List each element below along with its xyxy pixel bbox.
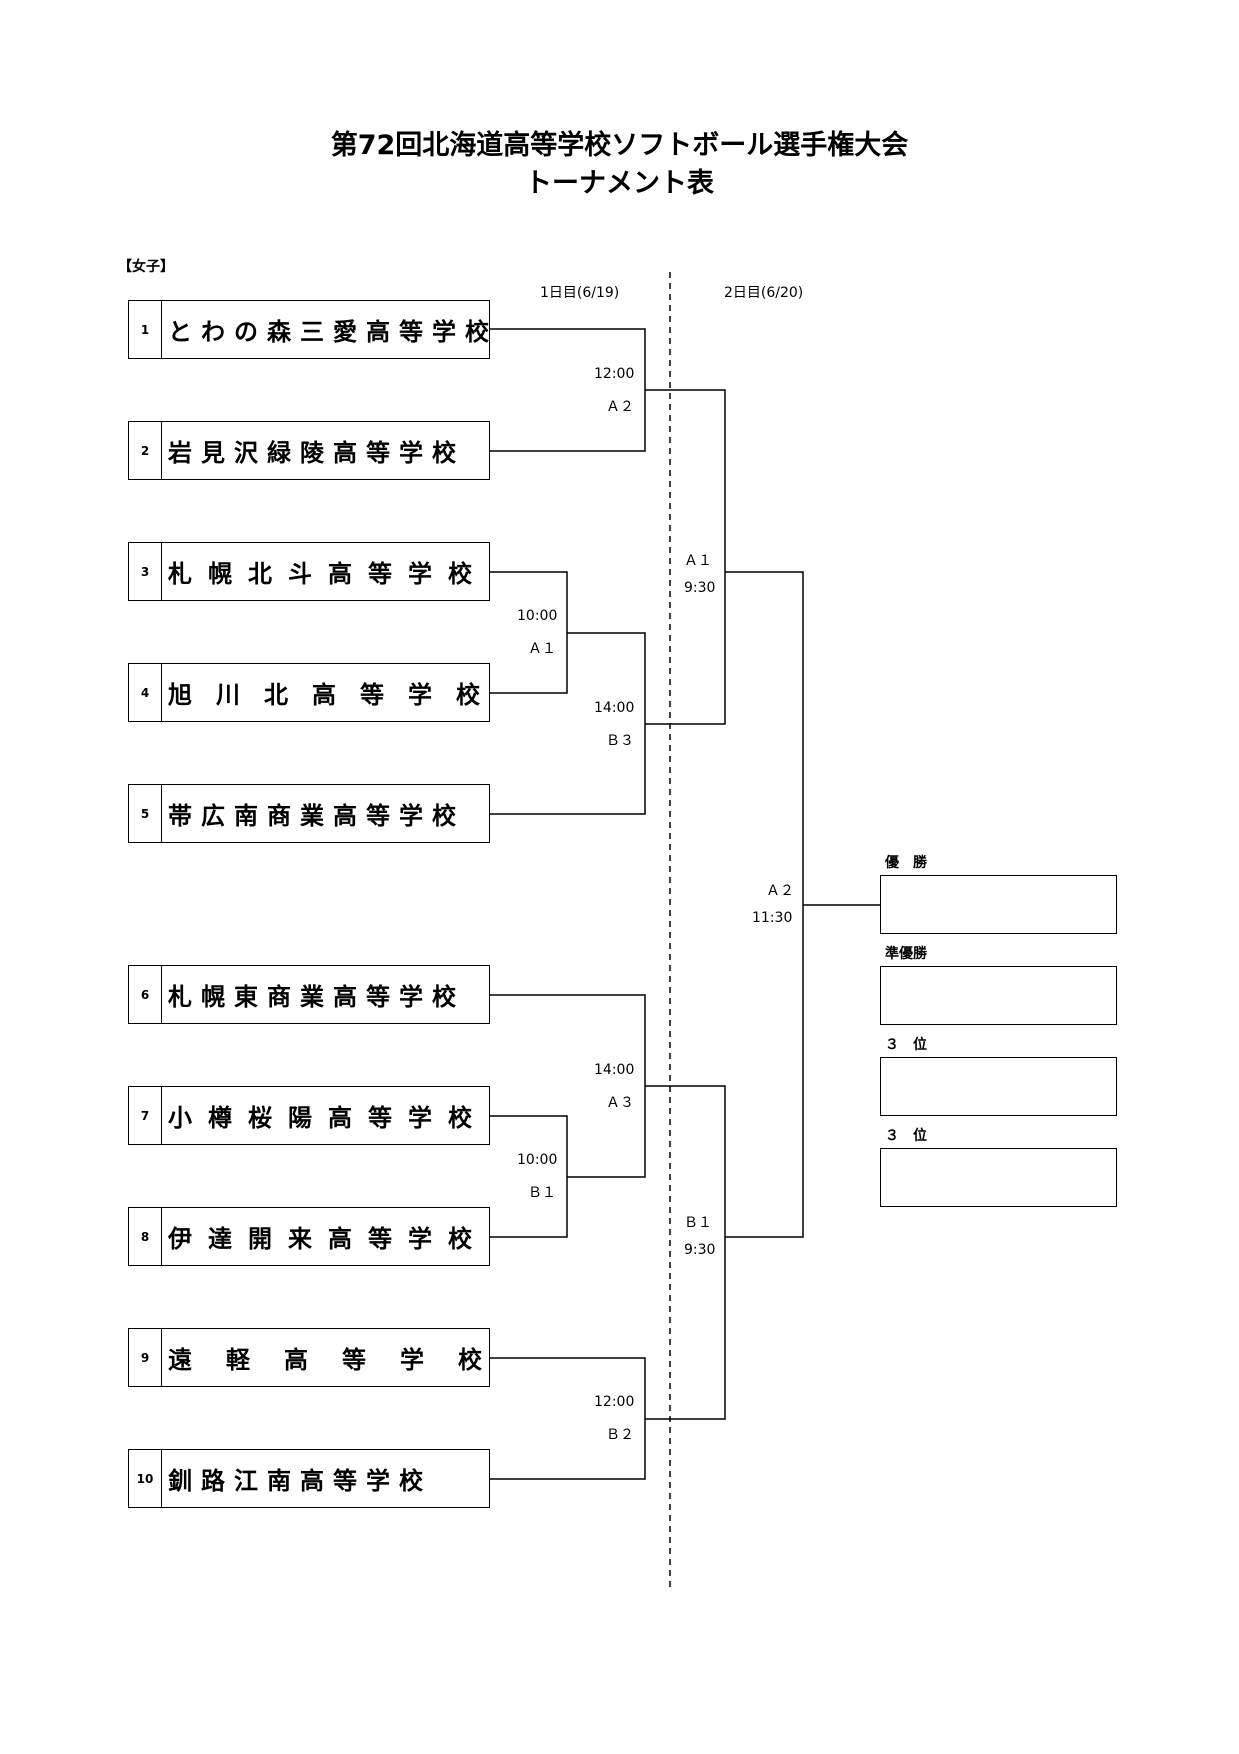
bracket-line xyxy=(645,1085,726,1420)
match-time: 10:00 xyxy=(517,608,558,624)
runner-up-box xyxy=(880,966,1117,1025)
match-time: 12:00 xyxy=(594,366,635,382)
team-box-3: 3 札幌北斗高等学校 xyxy=(128,542,490,601)
team-name: 札幌北斗高等学校 xyxy=(168,560,488,588)
match-time: 9:30 xyxy=(684,580,716,596)
team-box-7: 7 小樽桜陽高等学校 xyxy=(128,1086,490,1145)
team-number: 5 xyxy=(129,785,162,842)
runner-up-label: 準優勝 xyxy=(885,946,927,962)
team-name: 小樽桜陽高等学校 xyxy=(168,1104,488,1132)
match-court: Ｂ２ xyxy=(606,1427,634,1443)
match-time: 9:30 xyxy=(684,1242,716,1258)
team-name: 伊達開来高等学校 xyxy=(168,1225,488,1253)
team-box-1: 1 とわの森三愛高等学校 xyxy=(128,300,490,359)
team-box-5: 5 帯広南商業高等学校 xyxy=(128,784,490,843)
team-name: 札幌東商業高等学校 xyxy=(168,983,465,1011)
match-time: 10:00 xyxy=(517,1152,558,1168)
third-place-label: ３ 位 xyxy=(885,1037,927,1053)
bracket-line xyxy=(490,1115,568,1238)
match-time: 14:00 xyxy=(594,1062,635,1078)
team-number: 7 xyxy=(129,1087,162,1144)
third-place-box xyxy=(880,1148,1117,1207)
third-place-box xyxy=(880,1057,1117,1116)
team-box-6: 6 札幌東商業高等学校 xyxy=(128,965,490,1024)
bracket-line xyxy=(490,1357,646,1480)
team-name: 釧路江南高等学校 xyxy=(168,1467,432,1495)
team-name: 岩見沢緑陵高等学校 xyxy=(168,439,465,467)
match-court: Ａ１ xyxy=(684,553,712,569)
team-number: 1 xyxy=(129,301,162,358)
team-box-8: 8 伊達開来高等学校 xyxy=(128,1207,490,1266)
tournament-title: 第72回北海道高等学校ソフトボール選手権大会 xyxy=(330,130,909,161)
team-box-9: 9 遠軽高等学校 xyxy=(128,1328,490,1387)
team-box-10: 10 釧路江南高等学校 xyxy=(128,1449,490,1508)
bracket-line xyxy=(490,328,646,452)
team-number: 9 xyxy=(129,1329,162,1386)
match-court: Ｂ３ xyxy=(606,733,634,749)
match-court: Ａ１ xyxy=(528,641,556,657)
match-court: Ａ２ xyxy=(766,883,794,899)
match-court: Ａ２ xyxy=(606,399,634,415)
tournament-subtitle: トーナメント表 xyxy=(525,168,714,199)
match-court: Ｂ１ xyxy=(528,1185,556,1201)
team-number: 2 xyxy=(129,422,162,479)
match-time: 12:00 xyxy=(594,1394,635,1410)
section-label: 【女子】 xyxy=(118,259,174,275)
team-box-2: 2 岩見沢緑陵高等学校 xyxy=(128,421,490,480)
team-number: 10 xyxy=(129,1450,162,1507)
day2-label: 2日目(6/20) xyxy=(724,285,804,301)
team-number: 6 xyxy=(129,966,162,1023)
bracket-line xyxy=(645,389,726,725)
team-name: とわの森三愛高等学校 xyxy=(168,318,489,346)
match-court: Ｂ１ xyxy=(684,1215,712,1231)
day1-label: 1日目(6/19) xyxy=(540,285,620,301)
third-place-label: ３ 位 xyxy=(885,1128,927,1144)
team-name: 帯広南商業高等学校 xyxy=(168,802,465,830)
team-name: 遠軽高等学校 xyxy=(168,1346,489,1374)
bracket-line xyxy=(725,571,804,1238)
match-time: 11:30 xyxy=(752,910,793,926)
team-number: 8 xyxy=(129,1208,162,1265)
team-number: 3 xyxy=(129,543,162,600)
champion-label: 優 勝 xyxy=(885,855,927,871)
champion-box xyxy=(880,875,1117,934)
team-box-4: 4 旭川北高等学校 xyxy=(128,663,490,722)
match-time: 14:00 xyxy=(594,700,635,716)
team-number: 4 xyxy=(129,664,162,721)
team-name: 旭川北高等学校 xyxy=(168,681,489,709)
match-court: Ａ３ xyxy=(606,1095,634,1111)
bracket-line xyxy=(490,571,568,694)
